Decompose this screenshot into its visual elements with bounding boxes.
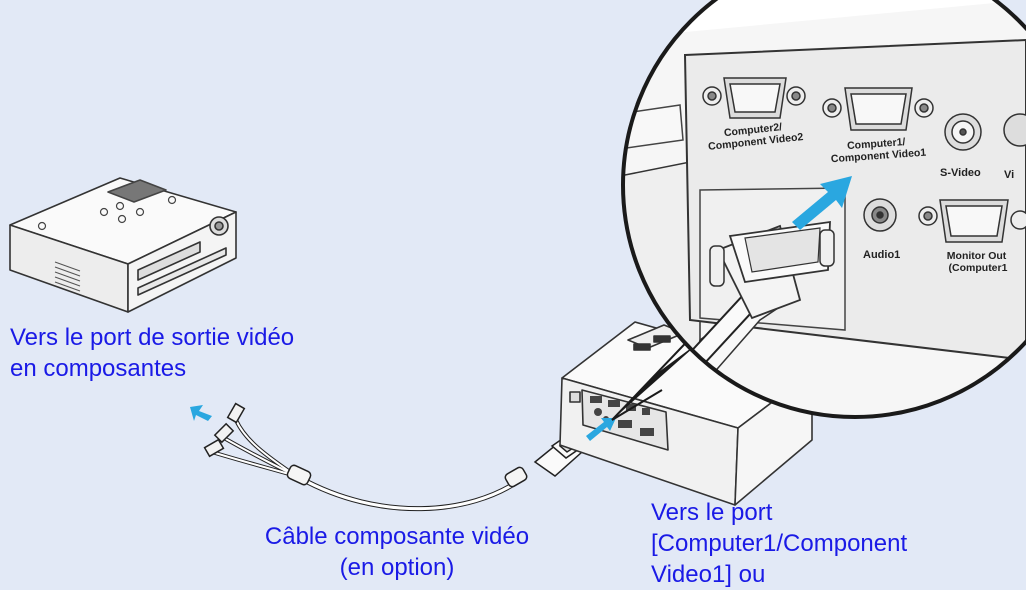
port-computer1 [822, 87, 934, 131]
label-source-port-line1: Vers le port de sortie vidéo [10, 324, 295, 351]
label-target-port-line1: Vers le port [651, 499, 773, 526]
port-monitor-out [918, 199, 1026, 243]
port-svideo [944, 113, 982, 151]
port-label-svideo: S-Video [940, 167, 981, 179]
rca-plugs [203, 402, 246, 458]
svg-text:Monitor Out (Computer1: Monitor Out (Computer1 [947, 250, 1009, 274]
label-target-port-line3: Video1] ou [651, 561, 766, 588]
direction-arrow-zoom [792, 176, 852, 230]
port-label-monitor-out-line2: (Computer1 [949, 262, 1008, 274]
direction-arrow-projector [586, 418, 616, 441]
projector [559, 321, 813, 506]
port-computer2 [702, 77, 806, 119]
video-source-device [9, 177, 237, 313]
direction-arrow-small [190, 405, 212, 421]
port-audio1 [863, 198, 897, 232]
port-label-audio1: Audio1 [863, 249, 900, 261]
label-source-port-line2: en composantes [10, 355, 187, 382]
label-target-port-line2: [Computer1/Component [651, 530, 908, 557]
label-cable-line1: Câble composante vidéo [264, 523, 530, 550]
port-label-monitor-out-line1: Monitor Out [947, 250, 1007, 262]
component-cable [211, 419, 522, 512]
label-target-port: Vers le port [Computer1/Component Video1… [651, 497, 907, 590]
label-source-port: Vers le port de sortie vidéo en composan… [10, 322, 294, 384]
label-cable-line2: (en option) [339, 554, 455, 581]
zoom-inset: Computer2/ Component Video2 Computer1/ C… [621, 0, 1026, 419]
label-cable: Câble composante vidéo (en option) [232, 521, 562, 583]
cable-ferrite [286, 464, 528, 488]
port-label-computer1-line1: Computer1/ [847, 136, 906, 152]
side-vents [54, 261, 81, 292]
port-label-video: Vi [1004, 169, 1014, 181]
callout-cone [612, 340, 702, 420]
